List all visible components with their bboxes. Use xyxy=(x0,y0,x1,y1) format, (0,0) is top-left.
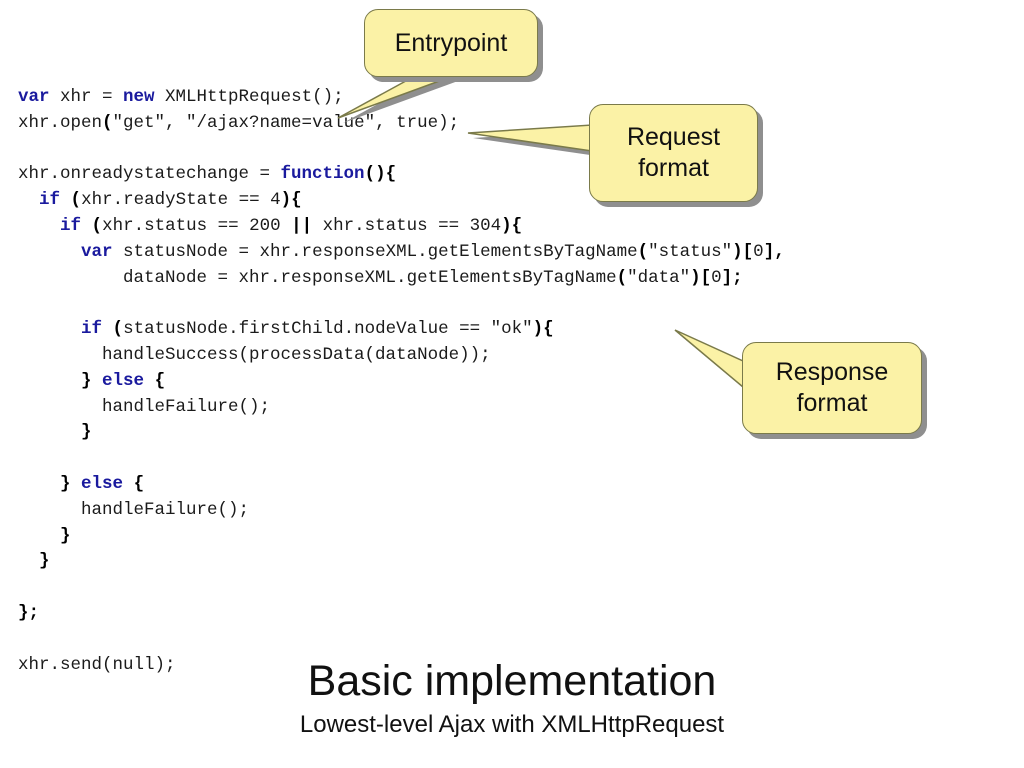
request-format-callout-label: Request format xyxy=(626,123,721,182)
slide-subtitle: Lowest-level Ajax with XMLHttpRequest xyxy=(299,711,725,738)
slide-title: Basic implementation xyxy=(307,657,717,705)
code-token xyxy=(92,371,103,391)
code-token: ( xyxy=(637,241,649,262)
code-line: } xyxy=(18,549,785,575)
code-line: } else { xyxy=(18,369,785,395)
code-token xyxy=(71,474,82,494)
code-token: } xyxy=(81,422,92,443)
code-token: ]; xyxy=(721,267,743,288)
code-line: xhr.send(null); xyxy=(18,653,785,679)
code-token: xhr.send(null); xyxy=(18,654,176,675)
code-token: handleFailure(); xyxy=(18,499,250,520)
code-token: || xyxy=(291,215,313,236)
code-token: )[ xyxy=(732,241,754,262)
code-token xyxy=(18,190,39,210)
code-token: ], xyxy=(763,241,785,262)
code-token: dataNode = xhr.responseXML.getElementsBy… xyxy=(18,267,617,288)
code-line: if (xhr.readyState == 4){ xyxy=(18,188,785,214)
code-token xyxy=(81,216,92,236)
code-token: xhr.status == 200 xyxy=(102,215,292,236)
response-format-callout: Response format xyxy=(742,342,922,434)
code-token: xhr = xyxy=(49,87,124,107)
code-line: } else { xyxy=(18,472,785,498)
code-token: ){ xyxy=(280,190,302,211)
code-token: ( xyxy=(102,112,113,133)
code-line: if (statusNode.firstChild.nodeValue == "… xyxy=(18,317,785,343)
code-token: (){ xyxy=(364,164,397,185)
code-token xyxy=(123,474,134,494)
code-line: ​ xyxy=(18,575,785,601)
code-token: ( xyxy=(112,319,124,340)
code-token: handleFailure(); xyxy=(18,396,271,417)
code-token xyxy=(60,190,71,210)
code-line: ​ xyxy=(18,291,785,317)
code-token xyxy=(102,319,113,339)
code-line: ​ xyxy=(18,446,785,472)
code-token: "data" xyxy=(627,267,691,288)
code-keyword: var xyxy=(81,241,113,262)
entrypoint-callout: Entrypoint xyxy=(364,9,538,77)
code-line: } xyxy=(18,420,785,446)
code-token: } xyxy=(81,370,92,391)
code-token xyxy=(18,242,81,262)
code-line: xhr.onreadystatechange = function(){ xyxy=(18,162,785,188)
code-token: { xyxy=(133,473,145,494)
code-token: statusNode.firstChild.nodeValue == "ok" xyxy=(123,319,533,340)
code-keyword: if xyxy=(60,215,82,236)
code-token: ){ xyxy=(532,319,554,340)
code-token xyxy=(18,319,81,339)
code-token: xhr.status == 304 xyxy=(312,215,502,236)
code-line: dataNode = xhr.responseXML.getElementsBy… xyxy=(18,266,785,292)
code-token: }; xyxy=(18,602,40,623)
code-token xyxy=(18,371,81,391)
code-keyword: else xyxy=(81,473,124,494)
code-token: "get", "/ajax?name=value", true); xyxy=(112,112,460,133)
code-token: } xyxy=(60,525,71,546)
code-token xyxy=(18,474,60,494)
code-token: 0 xyxy=(753,241,764,262)
code-keyword: function xyxy=(280,164,365,185)
code-token xyxy=(18,551,39,571)
code-line: handleFailure(); xyxy=(18,395,785,421)
code-keyword: var xyxy=(18,87,50,107)
code-token: statusNode = xhr.responseXML.getElements… xyxy=(112,241,638,262)
code-token: ( xyxy=(70,190,82,211)
code-line: handleSuccess(processData(dataNode)); xyxy=(18,343,785,369)
code-token xyxy=(18,216,60,236)
code-line: var xhr = new XMLHttpRequest(); xyxy=(18,85,785,111)
code-token xyxy=(18,422,81,442)
code-line: }; xyxy=(18,601,785,627)
code-token: )[ xyxy=(690,267,712,288)
code-token: 0 xyxy=(711,267,722,288)
code-keyword: new xyxy=(123,87,155,107)
code-line: if (xhr.status == 200 || xhr.status == 3… xyxy=(18,214,785,240)
code-token: xhr.readyState == 4 xyxy=(81,190,281,211)
code-token: } xyxy=(39,551,50,572)
code-token: handleSuccess(processData(dataNode)); xyxy=(18,344,491,365)
code-keyword: if xyxy=(39,190,61,211)
code-line: var statusNode = xhr.responseXML.getElem… xyxy=(18,240,785,266)
code-token: xhr.open xyxy=(18,112,103,133)
code-token: } xyxy=(60,473,71,494)
code-token xyxy=(144,371,155,391)
response-format-callout-label: Response format xyxy=(775,358,889,417)
code-token: XMLHttpRequest(); xyxy=(154,87,344,107)
code-line: ​ xyxy=(18,627,785,653)
entrypoint-callout-label: Entrypoint xyxy=(394,28,508,57)
code-keyword: if xyxy=(81,319,103,340)
code-token: ( xyxy=(616,267,628,288)
code-token: { xyxy=(154,370,166,391)
code-token: "status" xyxy=(648,241,733,262)
request-format-callout: Request format xyxy=(589,104,758,202)
code-token xyxy=(18,526,60,546)
code-token: ){ xyxy=(501,215,523,236)
code-token: xhr.onreadystatechange = xyxy=(18,164,281,185)
code-line: } xyxy=(18,524,785,550)
code-keyword: else xyxy=(102,370,145,391)
code-line: handleFailure(); xyxy=(18,498,785,524)
code-token: ( xyxy=(91,215,103,236)
